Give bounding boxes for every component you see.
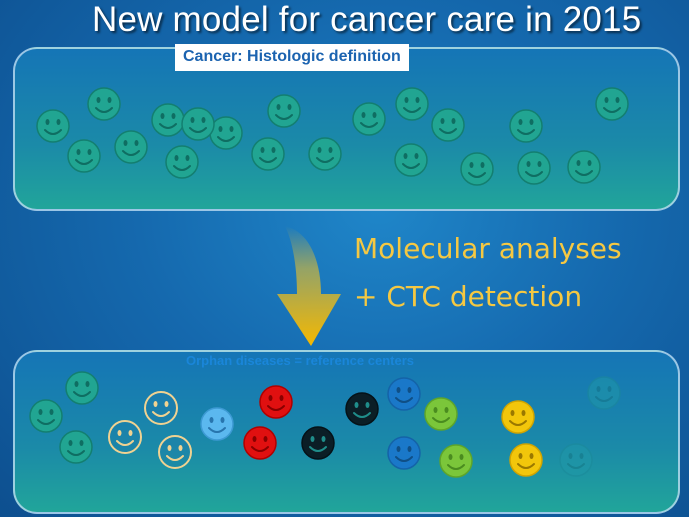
smiley-face-icon xyxy=(29,399,63,433)
smiley-face-icon xyxy=(587,376,621,410)
smiley-face-icon xyxy=(251,137,285,171)
slide-title: New model for cancer care in 2015 xyxy=(92,0,642,39)
caption-line-1: Molecular analyses xyxy=(354,232,622,265)
smiley-face-icon xyxy=(308,137,342,171)
smiley-face-icon xyxy=(144,391,178,425)
smiley-face-icon xyxy=(158,435,192,469)
smiley-face-icon xyxy=(108,420,142,454)
smiley-face-icon xyxy=(59,430,93,464)
smiley-face-icon xyxy=(387,436,421,470)
smiley-face-icon xyxy=(67,139,101,173)
smiley-face-icon xyxy=(559,443,593,477)
smiley-face-icon xyxy=(595,87,629,121)
smiley-face-icon xyxy=(87,87,121,121)
smiley-face-icon xyxy=(345,392,379,426)
smiley-face-icon xyxy=(501,400,535,434)
smiley-face-icon xyxy=(181,107,215,141)
smiley-face-icon xyxy=(424,397,458,431)
caption-line-2: + CTC detection xyxy=(354,280,583,313)
smiley-face-icon xyxy=(431,108,465,142)
smiley-face-icon xyxy=(460,152,494,186)
smiley-face-icon xyxy=(209,116,243,150)
smiley-face-icon xyxy=(301,426,335,460)
smiley-face-icon xyxy=(114,130,148,164)
smiley-face-icon xyxy=(36,109,70,143)
smiley-face-icon xyxy=(387,377,421,411)
smiley-face-icon xyxy=(200,407,234,441)
histologic-label: Cancer: Histologic definition xyxy=(175,44,409,71)
orphan-diseases-label: Orphan diseases = reference centers xyxy=(186,353,414,368)
smiley-face-icon xyxy=(567,150,601,184)
smiley-face-icon xyxy=(509,443,543,477)
smiley-face-icon xyxy=(352,102,386,136)
histologic-panel xyxy=(13,47,680,211)
down-arrow-icon xyxy=(277,226,341,346)
smiley-face-icon xyxy=(259,385,293,419)
smiley-face-icon xyxy=(65,371,99,405)
smiley-face-icon xyxy=(243,426,277,460)
smiley-face-icon xyxy=(151,103,185,137)
smiley-face-icon xyxy=(517,151,551,185)
smiley-face-icon xyxy=(165,145,199,179)
smiley-face-icon xyxy=(394,143,428,177)
smiley-face-icon xyxy=(509,109,543,143)
smiley-face-icon xyxy=(267,94,301,128)
molecular-panel xyxy=(13,350,680,514)
smiley-face-icon xyxy=(439,444,473,478)
smiley-face-icon xyxy=(395,87,429,121)
